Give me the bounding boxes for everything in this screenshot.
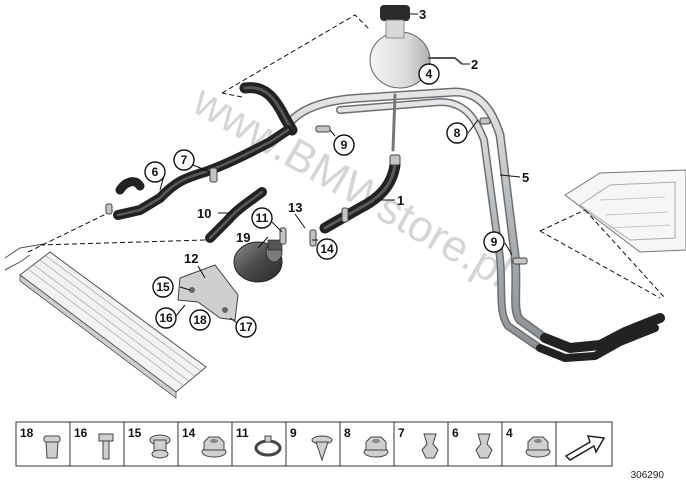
parts-strip-number: 9 — [290, 426, 297, 440]
diagram-id: 306290 — [631, 470, 665, 481]
direction-arrow-icon — [564, 435, 606, 461]
circled-callout-numbers: 4 9 8 6 7 11 14 9 15 16 18 17 — [152, 67, 498, 334]
callout-8: 8 — [454, 126, 461, 140]
callout-17: 17 — [239, 320, 253, 334]
parts-strip-number: 14 — [182, 426, 196, 440]
callout-7: 7 — [181, 153, 188, 167]
parts-strip-cell: 18 — [15, 421, 71, 467]
parts-strip-cell: 16 — [69, 421, 125, 467]
pump-bracket — [177, 264, 239, 321]
coolant-pipe — [283, 87, 550, 352]
parts-strip-number: 11 — [236, 426, 249, 440]
plain-callouts: 3 2 1 5 10 12 13 19 — [184, 7, 529, 266]
expanding-rivet-icon — [311, 435, 333, 462]
callout-13: 13 — [288, 200, 302, 215]
callout-2: 2 — [471, 57, 478, 72]
parts-strip-number: 18 — [20, 426, 34, 440]
collar-nut-icon — [525, 436, 551, 458]
radiator — [4, 243, 207, 399]
parts-strip-cell: 4 — [501, 421, 557, 467]
callout-3: 3 — [419, 7, 426, 22]
callout-12: 12 — [184, 251, 198, 266]
parts-strip-cell: 14 — [177, 421, 233, 467]
parts-strip-number: 15 — [128, 426, 142, 440]
callout-9-upper: 9 — [341, 138, 348, 152]
hose-clamp-icon — [254, 435, 282, 457]
callout-16: 16 — [159, 311, 173, 325]
callout-19: 19 — [236, 230, 250, 245]
parts-strip-cell: 6 — [447, 421, 503, 467]
parts-strip-number: 8 — [344, 426, 351, 440]
parts-strip-number: 6 — [452, 426, 459, 440]
parts-strip-number: 7 — [398, 426, 405, 440]
callout-6: 6 — [152, 165, 159, 179]
callout-10: 10 — [197, 206, 211, 221]
push-rivet-icon — [43, 435, 61, 459]
flange-nut-icon — [363, 436, 389, 458]
clamps — [105, 117, 528, 265]
callout-leaders — [159, 13, 521, 326]
spring-clip-icon — [421, 433, 439, 459]
callout-5: 5 — [522, 170, 529, 185]
parts-strip-number: 4 — [506, 426, 513, 440]
parts-strip-cell: 11 — [231, 421, 287, 467]
hoses — [113, 82, 665, 362]
bolt-icon — [98, 433, 114, 460]
circled-callouts — [144, 63, 505, 338]
callout-9-lower: 9 — [491, 235, 498, 249]
callout-15: 15 — [156, 280, 170, 294]
electronics-unit — [564, 169, 686, 253]
coolant-pump — [233, 239, 283, 283]
callout-11: 11 — [256, 211, 269, 225]
spring-clip-icon — [475, 433, 493, 459]
parts-strip-cell: 7 — [393, 421, 449, 467]
parts-strip: 18 16 15 14 11 9 8 7 6 4 — [15, 421, 613, 467]
dashed-leaders — [27, 14, 666, 299]
callout-18: 18 — [193, 313, 207, 327]
parts-strip-number: 16 — [74, 426, 88, 440]
callout-14: 14 — [320, 242, 334, 256]
direction-arrow-cell — [555, 421, 613, 467]
callout-1: 1 — [397, 193, 404, 208]
parts-strip-cell: 8 — [339, 421, 395, 467]
expansion-tank — [369, 5, 463, 89]
grommet-icon — [149, 434, 171, 459]
hex-nut-icon — [201, 436, 227, 458]
callout-4: 4 — [426, 67, 433, 81]
parts-strip-cell: 9 — [285, 421, 341, 467]
parts-strip-cell: 15 — [123, 421, 179, 467]
